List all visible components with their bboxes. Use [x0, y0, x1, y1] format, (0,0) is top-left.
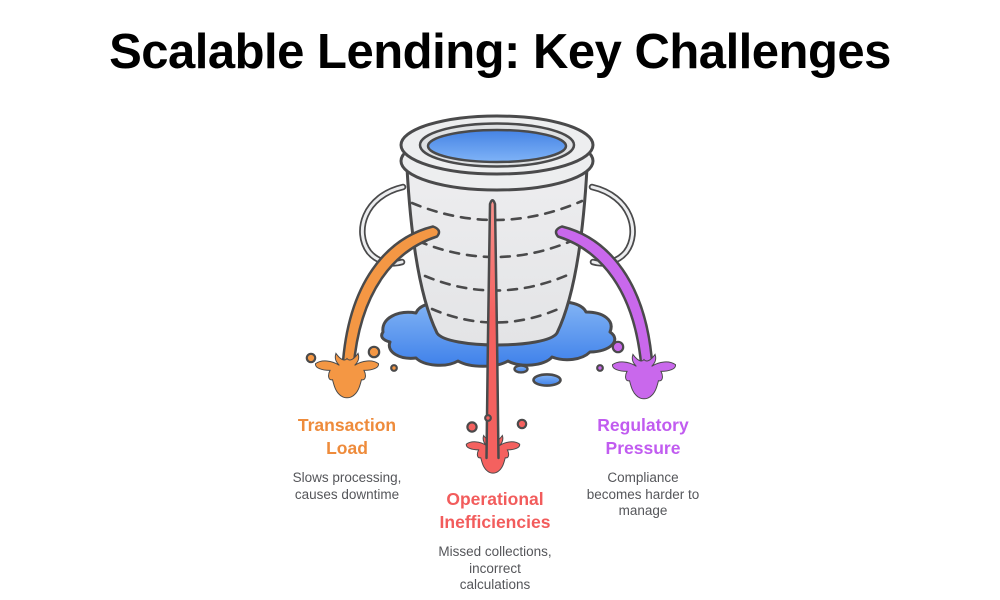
challenge-label-regulatory-pressure: Regulatory Pressure [597, 415, 689, 458]
bucket-water [426, 128, 568, 164]
stream-operational-inefficiencies [485, 199, 500, 460]
stream-regulatory-pressure [554, 225, 654, 370]
droplets-transaction-load [305, 345, 398, 372]
stream-transaction-load [341, 225, 441, 370]
puddle-droplet [532, 373, 562, 387]
page-title: Scalable Lending: Key Challenges [109, 25, 891, 79]
challenge-description-operational-inefficiencies: Missed collections, incorrect calculatio… [438, 544, 552, 592]
puddle-droplet [513, 364, 529, 374]
splash-transaction-load [315, 352, 379, 399]
droplets-operational-inefficiencies [466, 414, 528, 433]
challenge-description-transaction-load: Slows processing, causes downtime [292, 470, 402, 502]
bucket-rim [399, 114, 595, 192]
challenge-label-transaction-load: Transaction Load [297, 415, 397, 458]
challenge-operational-inefficiencies: Operational Inefficiencies Missed collec… [400, 488, 590, 594]
challenge-label-operational-inefficiencies: Operational Inefficiencies [439, 489, 551, 532]
challenge-regulatory-pressure: Regulatory Pressure Compliance becomes h… [548, 414, 738, 520]
challenge-description-regulatory-pressure: Compliance becomes harder to manage [586, 470, 700, 518]
leak-regulatory-pressure [554, 225, 676, 400]
leak-transaction-load [305, 225, 441, 399]
leak-operational-inefficiencies [465, 199, 528, 474]
splash-regulatory-pressure [612, 353, 676, 400]
challenge-transaction-load: Transaction Load Slows processing, cause… [252, 414, 442, 503]
droplets-regulatory-pressure [596, 340, 625, 372]
